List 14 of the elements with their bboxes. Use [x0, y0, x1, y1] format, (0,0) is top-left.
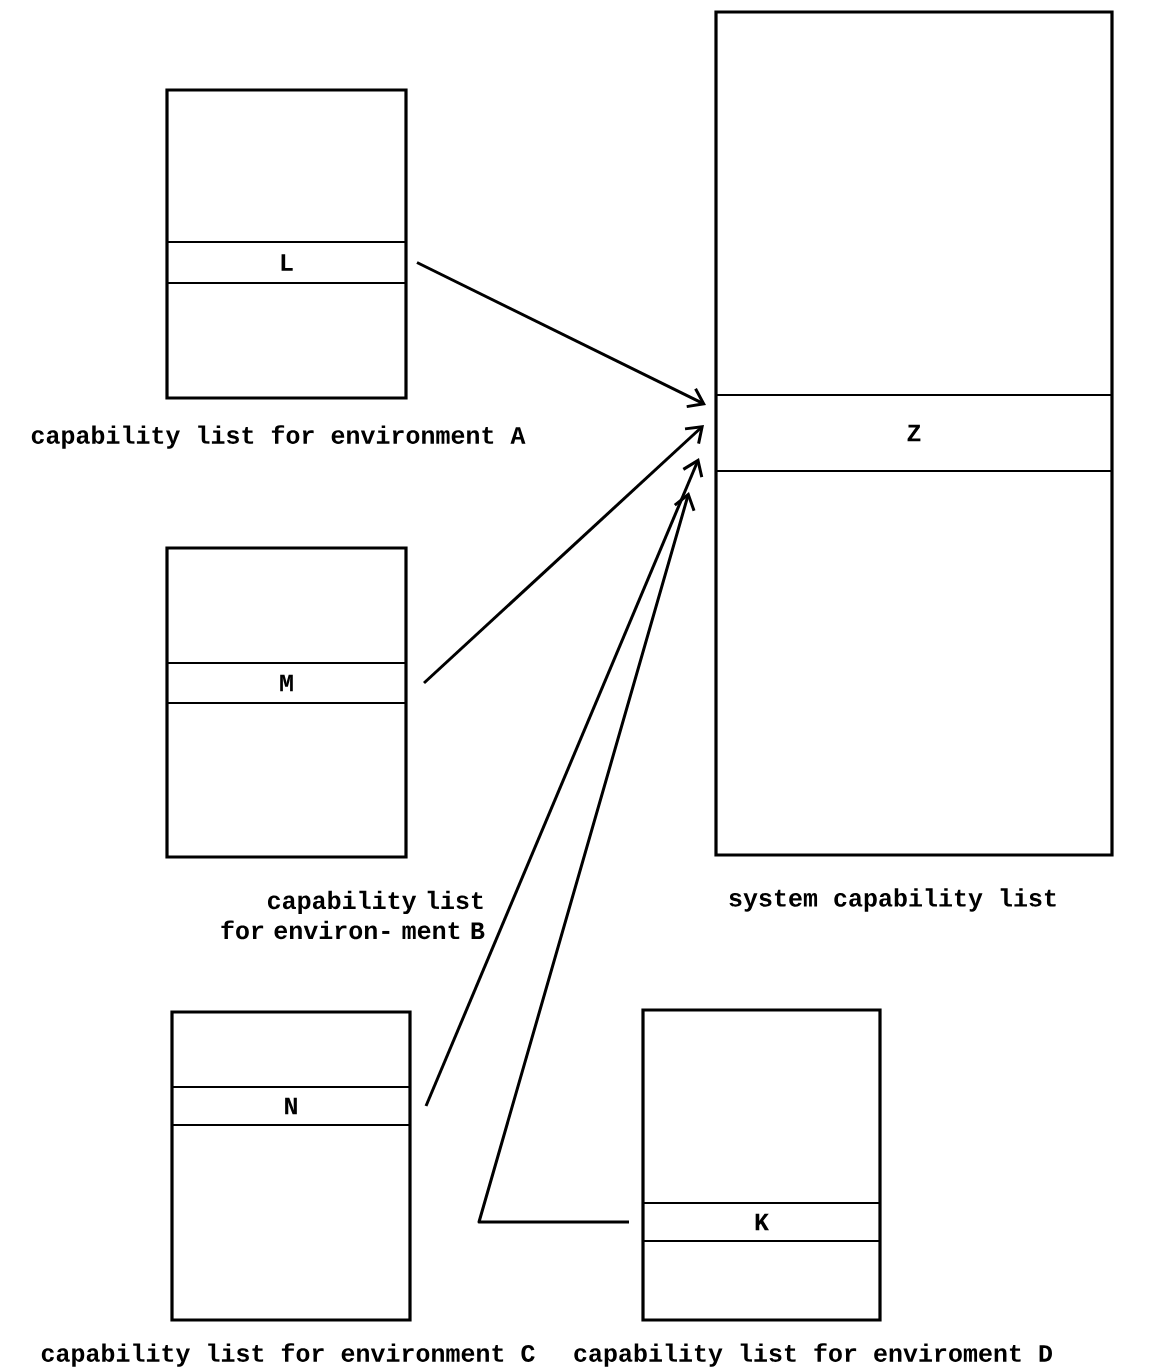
list-label: system capability list: [729, 888, 1056, 912]
arrow: [424, 458, 704, 1107]
entry-row: K: [642, 1202, 881, 1242]
arrow: [416, 261, 706, 409]
arrow: [477, 492, 696, 1224]
entry-row: L: [166, 241, 407, 284]
arrow: [423, 425, 704, 685]
list-label: capability list for enviroment D: [574, 1343, 1052, 1367]
entry-row: M: [166, 662, 407, 704]
list-label: capability list for environment C: [41, 1343, 535, 1367]
entry-row: Z: [715, 394, 1113, 472]
entry-row: N: [171, 1086, 411, 1126]
list-label: capability list for environment A: [31, 425, 526, 449]
list-label: capability list for environ- ment B: [221, 890, 485, 940]
